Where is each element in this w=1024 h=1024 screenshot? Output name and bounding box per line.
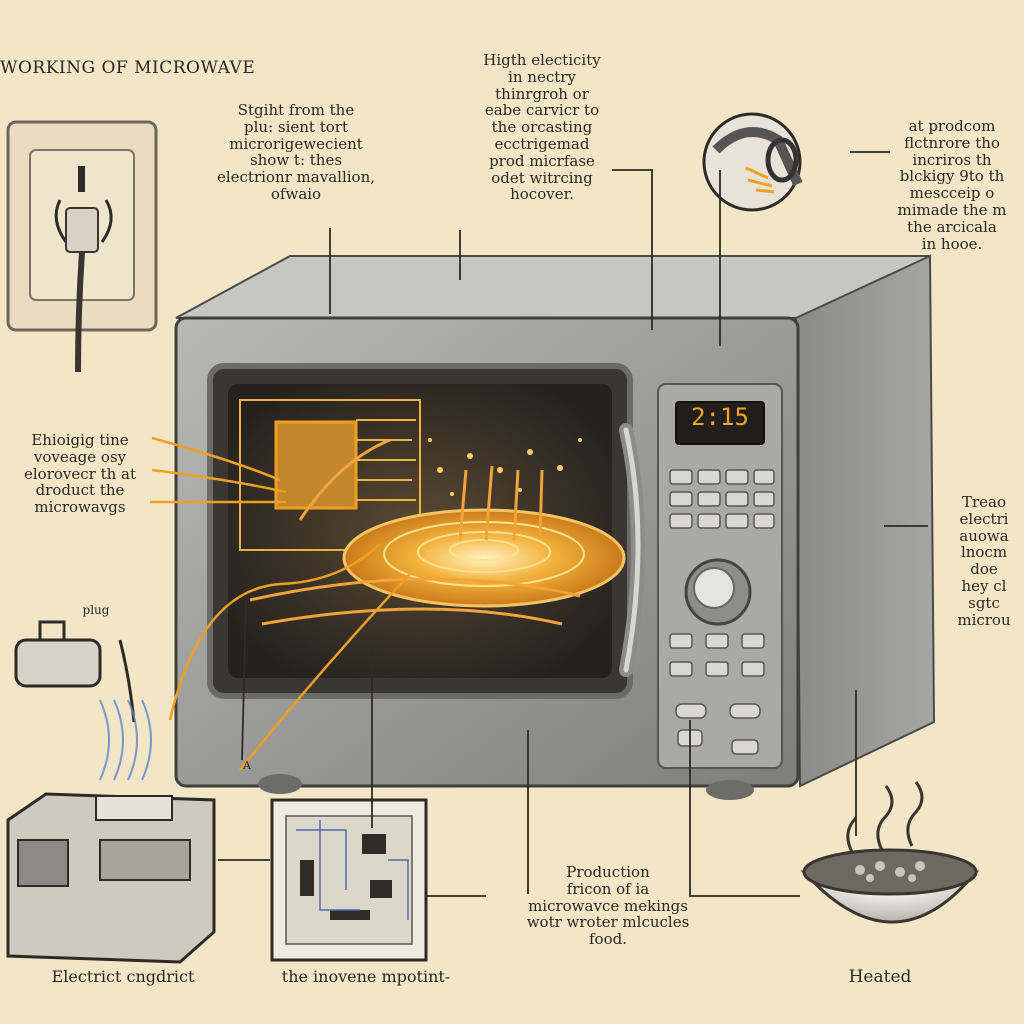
label-heated: Heated — [848, 967, 912, 987]
power-supply-unit — [6, 639, 216, 964]
diagram-title: WORKING OF MICROWAVE — [0, 58, 256, 78]
small-plug — [14, 620, 102, 688]
heated-bowl — [800, 781, 980, 924]
label-right-note: Treao electri auowa lnocm doe hey cl sgt… — [957, 493, 1011, 629]
label-bottom-mid: the inovene mpotint- — [281, 967, 451, 986]
label-bottom-left: Electrict cngdrict — [51, 967, 195, 986]
microwave-display: 2:15 — [691, 403, 749, 431]
label-magnetron-note: at prodcom flctnrore tho incriros th blc… — [897, 117, 1007, 253]
circuit-board — [270, 798, 428, 962]
label-high-electricity: Higth electicity in nectry thinrgroh or … — [483, 51, 601, 204]
leader-lines — [218, 151, 928, 897]
label-plug-small: plug — [82, 603, 110, 617]
label-plug-note: Stgiht from the plu: sient tort microrig… — [216, 101, 375, 203]
label-production-note: Production fricon of ia microwavce mekin… — [526, 863, 690, 949]
magnetron-inset — [702, 112, 803, 212]
wall-socket — [6, 120, 158, 373]
label-waveguide-note: Ehioigig tine voveage osy elorovecr th a… — [23, 431, 137, 517]
label-arrow-a: A — [243, 759, 251, 772]
glow-arrows — [150, 436, 411, 771]
microwave-oven — [174, 254, 936, 800]
